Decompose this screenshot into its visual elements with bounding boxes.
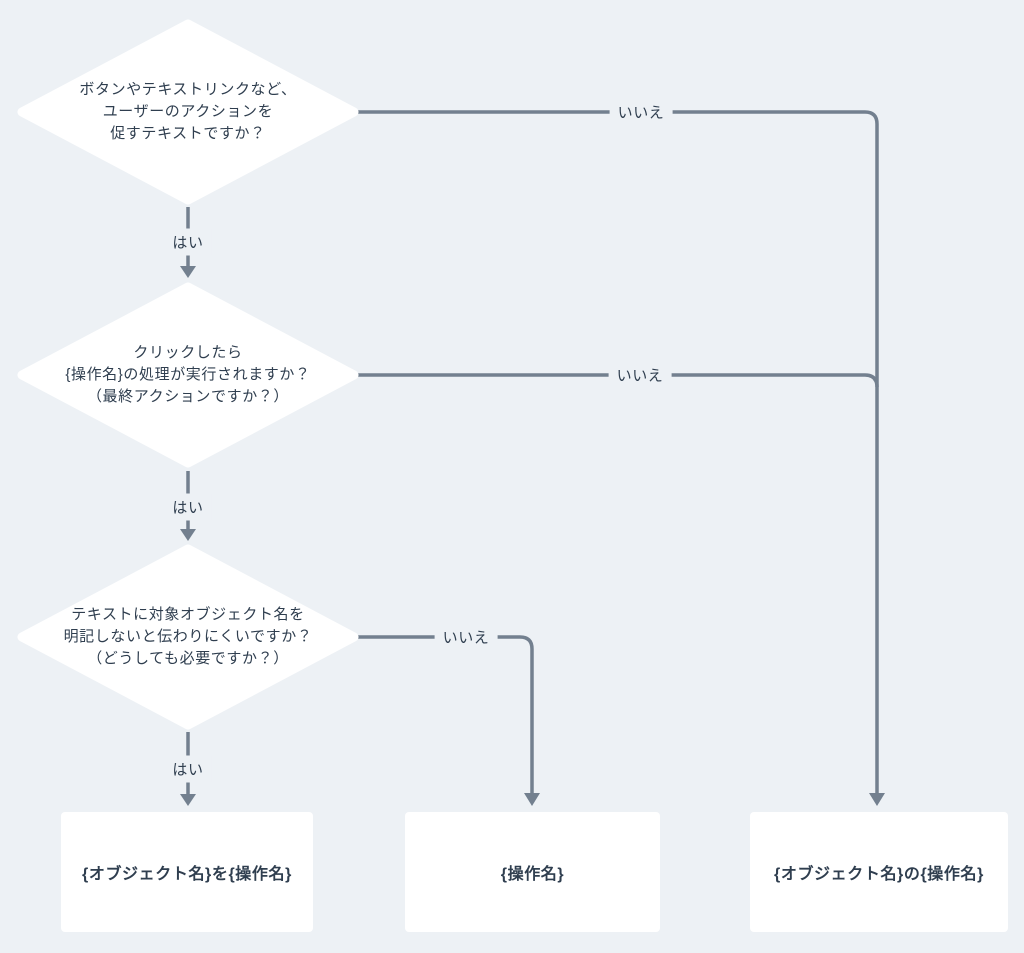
no-label-3: いいえ: [434, 623, 498, 651]
decision-2-question: クリックしたら {操作名}の処理が実行されますか？ （最終アクションですか？）: [65, 344, 311, 405]
decision-diamond-2: [17, 282, 359, 468]
arrowhead-no-1-down-icon: [869, 793, 885, 806]
yes-label-3: はい: [164, 755, 212, 783]
arrowhead-yes-2-down-icon: [180, 529, 196, 541]
connector-no-1: [358, 110, 879, 793]
decision-1-question: ボタンやテキストリンクなど、 ユーザーのアクションを 促すテキストですか？: [79, 81, 297, 142]
result-box-1-label: {オブジェクト名}を{操作名}: [82, 866, 292, 883]
result-box-object-no-action: {オブジェクト名}の{操作名}: [750, 812, 1008, 932]
connector-no-2: [358, 373, 879, 388]
result-box-action-only: {操作名}: [405, 812, 660, 932]
arrowhead-yes-3-down-icon: [180, 794, 196, 806]
arrowhead-no-3-down-icon: [524, 793, 540, 806]
yes-label-2: はい: [164, 493, 212, 521]
yes-label-1: はい: [164, 228, 212, 256]
decision-diamond-1: [17, 19, 359, 205]
no-label-1: いいえ: [609, 98, 673, 126]
decision-diamond-3: [17, 544, 359, 730]
connector-no-3: [358, 635, 534, 793]
result-box-2-label: {操作名}: [500, 866, 565, 883]
result-box-object-wo-action: {オブジェクト名}を{操作名}: [61, 812, 313, 932]
arrowhead-yes-1-down-icon: [180, 266, 196, 278]
decision-3-question: テキストに対象オブジェクト名を 明記しないと伝わりにくいですか？ （どうしても必…: [63, 606, 313, 667]
result-box-3-label: {オブジェクト名}の{操作名}: [774, 866, 984, 883]
no-label-2: いいえ: [608, 361, 672, 389]
